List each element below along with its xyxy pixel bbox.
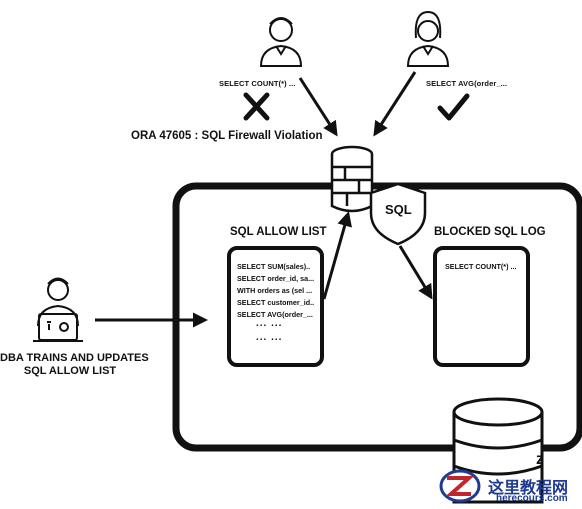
watermark-url: herecours.com (496, 493, 568, 504)
allow-list-entry: WITH orders as (sel ... (237, 286, 313, 295)
allow-list-entry: SELECT SUM(sales).. (237, 262, 311, 271)
allow-list-ellipsis: ... ... (256, 318, 283, 329)
database-boundary (172, 182, 582, 452)
arrow-left-user (298, 77, 338, 137)
accepted-check-icon (437, 93, 470, 121)
shield-label: SQL (385, 202, 412, 217)
database-firewall-icon (330, 145, 374, 213)
arrow-right-user (373, 71, 417, 137)
allow-list-ellipsis: ... ... (256, 332, 283, 343)
allow-list-title: SQL ALLOW LIST (230, 226, 327, 238)
right-user-query: SELECT AVG(order_... (426, 79, 508, 88)
rejected-x-icon (243, 92, 270, 121)
left-user-query: SELECT COUNT(*) ... (219, 79, 296, 88)
dba-admin-icon (33, 277, 83, 342)
dba-caption: DBA TRAINS AND UPDATES SQL ALLOW LIST (0, 352, 149, 378)
allow-list-document (227, 246, 324, 367)
arrow-allowlist-to-db (322, 211, 352, 300)
firewall-violation-message: ORA 47605 : SQL Firewall Violation (131, 130, 323, 142)
sql-shield-icon (369, 182, 427, 246)
blocked-log-document (433, 246, 530, 367)
arrow-db-to-blocked (398, 245, 433, 300)
allow-list-entry: SELECT order_id, sa... (237, 274, 315, 283)
blocked-log-entry: SELECT COUNT(*) ... (445, 262, 517, 271)
user-male-icon (259, 17, 303, 67)
watermark-site-name: 这里教程网 (488, 478, 569, 497)
dba-caption-line2: SQL ALLOW LIST (23, 365, 117, 377)
allow-list-entry: SELECT AVG(order_... (237, 310, 313, 319)
blocked-log-title: BLOCKED SQL LOG (434, 226, 546, 238)
allow-list-entry: SELECT customer_id.. (237, 298, 315, 307)
watermark-logo-icon (439, 469, 481, 503)
dba-caption-line1: DBA TRAINS AND UPDATES (0, 352, 149, 364)
user-female-icon (406, 10, 450, 67)
watermark-partial-logo: z (536, 451, 544, 468)
